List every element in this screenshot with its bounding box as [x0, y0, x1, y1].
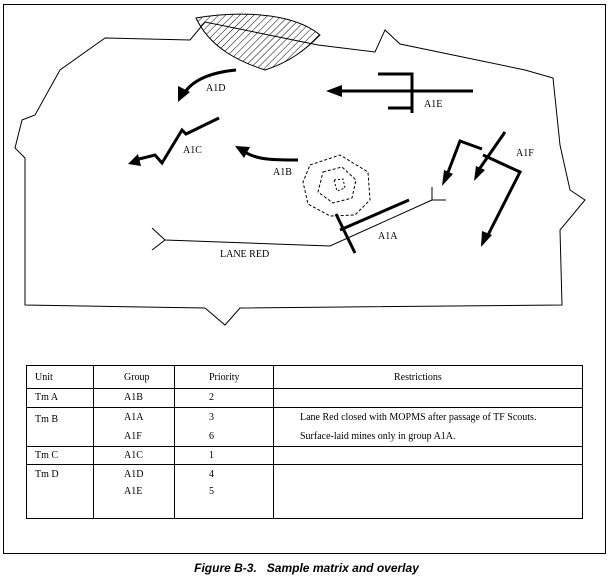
label-lane-red: LANE RED: [220, 249, 270, 260]
cell-priority: 1: [174, 446, 274, 466]
hatched-obstacle: [195, 13, 321, 71]
table-row: Tm A A1B 2: [26, 388, 583, 408]
header-unit: Unit: [26, 365, 94, 389]
cell-unit: Tm A: [26, 388, 94, 408]
table-row: A1F 6 Surface-laid mines only in group A…: [26, 428, 583, 447]
cell-priority: 4: [174, 464, 274, 483]
table-row: Tm C A1C 1: [26, 446, 583, 466]
arrowhead-a1f-right: [481, 231, 492, 247]
hill-contour-middle: [317, 166, 357, 204]
label-a1d: A1D: [206, 83, 226, 94]
label-a1e: A1E: [424, 99, 443, 110]
fence-a1f-center: [478, 131, 507, 169]
cell-unit: Tm C: [26, 446, 94, 466]
cell-restriction: [273, 446, 583, 466]
cell-priority: 6: [174, 428, 274, 447]
matrix-header-row: Unit Group Priority Restrictions: [26, 365, 583, 389]
cell-unit: Tm D: [26, 464, 94, 483]
cell-group: A1E: [93, 482, 175, 501]
table-row-spacer: [26, 500, 583, 519]
cell-restriction: Lane Red closed with MOPMS after passage…: [273, 407, 583, 429]
lane-red-line: [151, 187, 433, 247]
hill-contour-outer: [302, 154, 371, 217]
label-a1f: A1F: [516, 148, 534, 159]
cell-unit: [26, 482, 94, 501]
arrowhead-a1b: [235, 146, 250, 158]
table-row: A1E 5: [26, 482, 583, 501]
terrain-boundary: [14, 21, 586, 326]
arrowhead-a1e: [326, 85, 342, 97]
figure-frame: [3, 4, 606, 554]
lane-red-start-tick: [151, 239, 166, 251]
cell-empty: [26, 500, 94, 519]
cell-priority: 5: [174, 482, 274, 501]
header-group: Group: [93, 365, 175, 389]
cell-group: A1D: [93, 464, 175, 483]
fence-a1f-right: [482, 153, 523, 236]
arrow-a1b: [244, 150, 299, 162]
fence-a1a-main: [339, 198, 410, 232]
cell-priority: 3: [174, 407, 274, 429]
table-row: Tm D A1D 4: [26, 464, 583, 483]
cell-restriction: Surface-laid mines only in group A1A.: [273, 428, 583, 447]
arrowhead-a1d: [178, 86, 190, 102]
table-row: Tm B A1A 3 Lane Red closed with MOPMS af…: [26, 407, 583, 429]
cell-priority: 2: [174, 388, 274, 408]
figure-caption: Figure B-3. Sample matrix and overlay: [194, 561, 419, 575]
fence-a1e-branch: [378, 72, 414, 113]
cell-group: A1A: [93, 407, 175, 429]
cell-group: A1B: [93, 388, 175, 408]
sample-matrix: Unit Group Priority Restrictions Tm A A1…: [26, 365, 583, 519]
header-restrictions: Restrictions: [273, 365, 583, 389]
cell-unit: Tm B: [26, 407, 94, 429]
cell-empty: [174, 500, 274, 519]
cell-group: A1F: [93, 428, 175, 447]
overlay-map: [14, 13, 586, 326]
hill-contour-inner: [333, 178, 346, 192]
fence-a1f-left: [445, 139, 483, 176]
arrowhead-a1f-center: [474, 166, 485, 181]
cell-unit: [26, 428, 94, 447]
arrowhead-a1c: [128, 154, 141, 166]
label-a1a: A1A: [378, 231, 398, 242]
cell-restriction: [273, 482, 583, 501]
fence-a1c: [134, 116, 220, 166]
label-a1c: A1C: [183, 145, 202, 156]
cell-empty: [93, 500, 175, 519]
arrowhead-a1f-left: [442, 170, 453, 186]
cell-restriction: [273, 464, 583, 483]
cell-restriction: [273, 388, 583, 408]
fence-a1a-stem: [334, 213, 357, 254]
header-priority: Priority: [174, 365, 274, 389]
label-a1b: A1B: [273, 167, 292, 178]
cell-empty: [273, 500, 583, 519]
cell-group: A1C: [93, 446, 175, 466]
arrow-a1d: [183, 68, 237, 93]
